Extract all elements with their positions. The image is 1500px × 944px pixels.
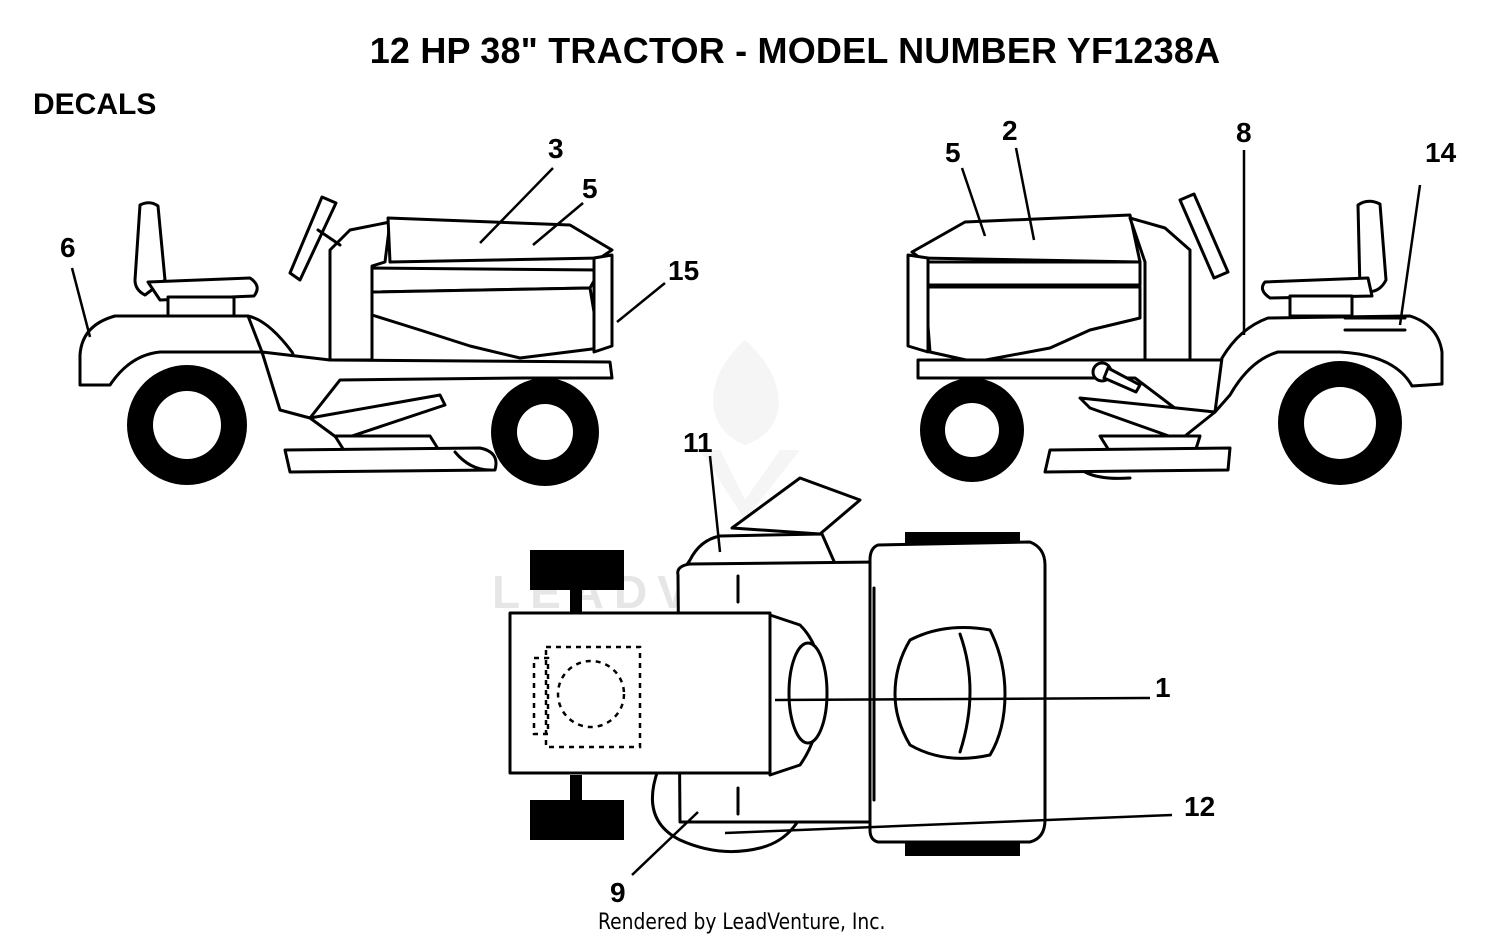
- render-credit: Rendered by LeadVenture, Inc.: [598, 910, 886, 935]
- callout-9: 9: [610, 877, 626, 908]
- watermark-logo: [700, 340, 800, 520]
- right-view-callouts: 5 2 8 14: [945, 115, 1457, 335]
- tractor-right-side-view: [906, 192, 1444, 485]
- tractor-top-view: [508, 476, 1047, 856]
- callout-12: 12: [1184, 791, 1215, 822]
- callout-6: 6: [60, 232, 76, 263]
- callout-2: 2: [1002, 115, 1018, 146]
- callout-1: 1: [1155, 672, 1171, 703]
- callout-3: 3: [548, 133, 564, 164]
- tractor-left-side-view: [78, 195, 614, 486]
- callout-15: 15: [668, 255, 699, 286]
- section-label: DECALS: [33, 88, 157, 121]
- callout-5-right: 5: [945, 137, 961, 168]
- top-view-callouts: 11 1 12 9: [610, 427, 1215, 908]
- left-view-callouts: 3 5 6 15: [60, 133, 699, 338]
- callout-14: 14: [1425, 137, 1457, 168]
- callout-8: 8: [1236, 117, 1252, 148]
- callout-5: 5: [582, 173, 598, 204]
- callout-11: 11: [683, 427, 713, 458]
- diagram-title: 12 HP 38" TRACTOR - MODEL NUMBER YF1238A: [369, 30, 1221, 71]
